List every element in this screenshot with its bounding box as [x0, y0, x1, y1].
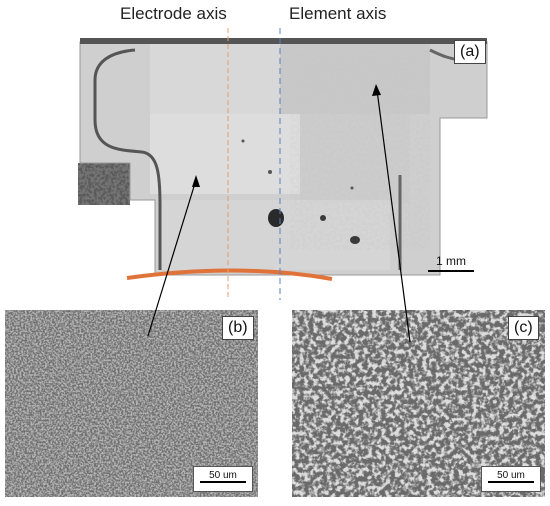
scale-bar-a: 1 mm: [428, 254, 474, 272]
scale-bar-b-label: 50 um: [209, 470, 237, 481]
specimen-top-edge: [80, 38, 487, 44]
electrode-axis-label: Electrode axis: [120, 4, 227, 23]
panel-c-label: (c): [508, 316, 539, 340]
element-axis-label: Element axis: [289, 4, 387, 23]
panel-b-image: [5, 310, 258, 497]
scale-bar-b: 50 um: [193, 466, 253, 492]
panel-a-label: (a): [454, 40, 486, 64]
panel-c-image: [292, 310, 545, 497]
arrow-c: [372, 84, 411, 343]
scale-bar-c: 50 um: [481, 466, 541, 492]
scale-bar-a-label: 1 mm: [436, 254, 466, 268]
pore: [268, 209, 284, 227]
scale-bar-c-label: 50 um: [497, 470, 525, 481]
panel-a-image: [78, 28, 488, 300]
panel-b-label: (b): [222, 316, 254, 340]
arrow-b: [147, 175, 200, 337]
fusion-outline: [93, 48, 162, 270]
weld-line: [126, 268, 333, 281]
